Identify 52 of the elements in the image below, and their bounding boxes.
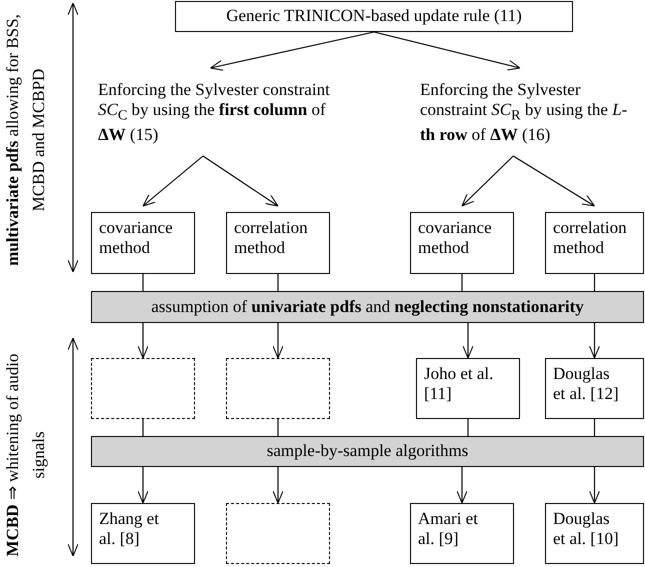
arrow <box>272 467 284 504</box>
arrow <box>374 31 520 70</box>
node-text: Enforcing the Sylvester constraint SC$_{C}$ by using the first column of ΔW (15) <box>98 80 331 146</box>
arrow <box>589 323 600 358</box>
banner-bar <box>91 436 644 467</box>
node-text: Enforcing the Sylvester constraint SC$_{R}$ by using the L-th row of ΔW (16) <box>420 80 628 146</box>
process-box <box>545 212 644 274</box>
process-box <box>91 503 195 564</box>
arrow <box>512 156 595 206</box>
axis-label: MCBD ⇒ whitening of audio signals <box>2 352 49 558</box>
process-box <box>410 503 514 564</box>
empty-box <box>91 358 195 419</box>
connector-line <box>461 274 463 291</box>
node-text: Joho et al. [11] <box>424 364 494 405</box>
empty-box <box>226 358 330 419</box>
banner-bar <box>91 291 644 323</box>
connector-line <box>594 419 596 436</box>
connector-line <box>277 274 279 291</box>
connector-line <box>277 419 279 436</box>
node-text: covariance method <box>418 218 493 259</box>
node-text: sample-by-sample algorithms <box>266 441 468 462</box>
process-box <box>545 358 644 419</box>
connector-line <box>594 274 596 291</box>
connector-line <box>467 419 469 436</box>
arrow <box>210 31 374 71</box>
process-box <box>175 1 573 32</box>
arrow <box>462 156 514 206</box>
arrow <box>589 467 600 504</box>
process-box <box>416 358 520 419</box>
node-text: correlation method <box>553 218 626 259</box>
arrow <box>462 323 474 358</box>
process-box <box>545 503 644 564</box>
arrow <box>142 156 204 206</box>
process-box <box>91 212 195 274</box>
connector-line <box>142 419 144 436</box>
node-text: assumption of univariate pdfs and neglecting nonstationarity <box>151 296 584 318</box>
process-box <box>410 212 514 274</box>
process-box <box>226 212 330 274</box>
arrow <box>272 323 284 358</box>
node-text: covariance method <box>99 218 174 259</box>
empty-box <box>226 503 330 564</box>
arrow <box>138 323 148 358</box>
arrow <box>202 156 278 206</box>
arrow <box>138 467 148 504</box>
arrow <box>456 467 468 504</box>
node-text: Generic TRINICON-based update rule (11) <box>226 6 522 27</box>
node-text: Zhang et al. [8] <box>99 509 160 550</box>
node-text: Amari et al. [9] <box>418 509 479 550</box>
node-text: Douglas et al. [10] <box>553 509 620 550</box>
connector-line <box>142 274 144 291</box>
node-text: correlation method <box>234 218 309 259</box>
node-text: Douglas et al. [12] <box>553 364 620 405</box>
